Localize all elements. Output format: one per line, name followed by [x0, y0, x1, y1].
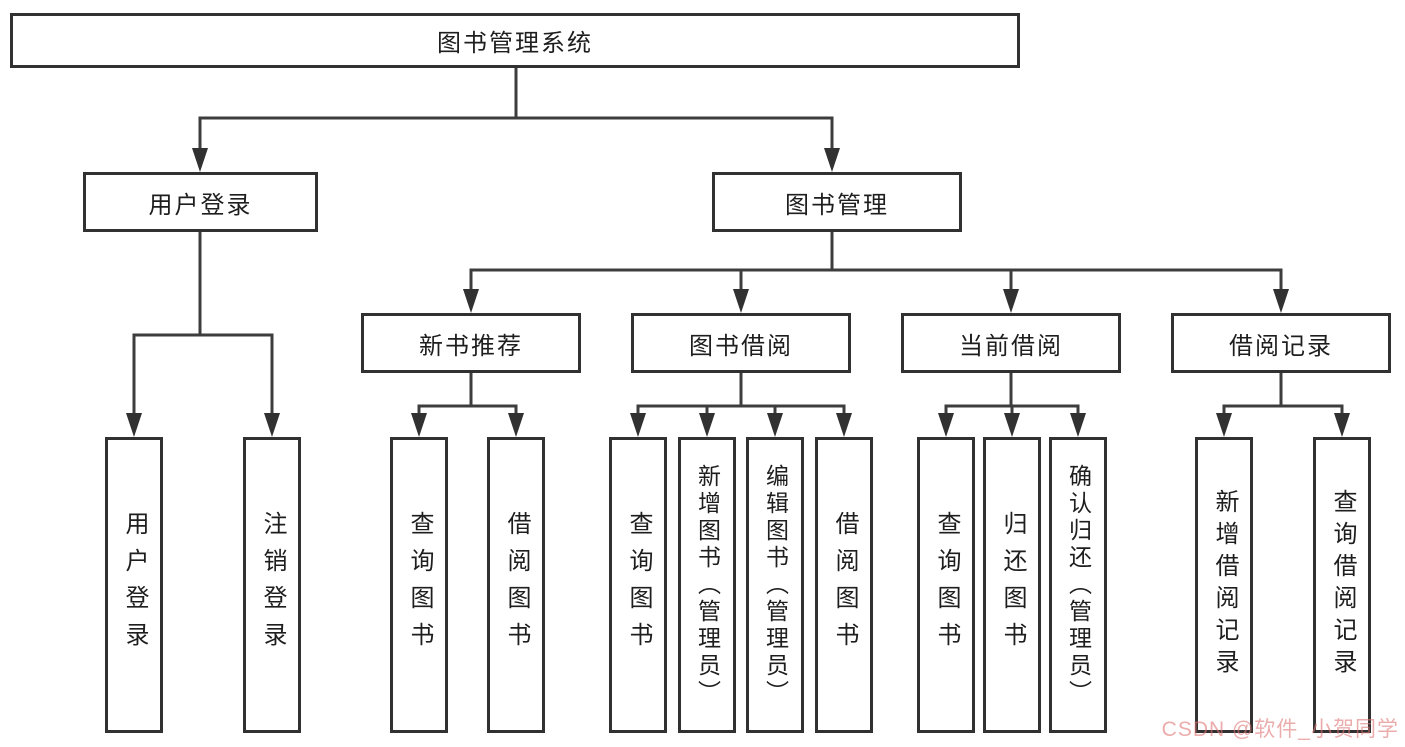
node-new-book-recommend: 新书推荐 [361, 313, 581, 373]
leaf-label: 编辑图书（管理员） [762, 463, 789, 707]
leaf-return-books: 归还图书 [983, 437, 1041, 733]
leaf-query-borrow-record: 查询借阅记录 [1313, 437, 1371, 733]
leaf-label: 归还图书 [999, 511, 1026, 659]
leaf-label: 新增借阅记录 [1211, 489, 1238, 681]
leaf-label: 查询图书 [625, 511, 652, 659]
node-book-borrow-label: 图书借阅 [689, 332, 793, 360]
leaf-label: 确认归还（管理员） [1065, 463, 1092, 707]
leaf-label: 借阅图书 [831, 511, 858, 659]
node-root-label: 图书管理系统 [437, 30, 593, 57]
leaf-confirm-return-admin: 确认归还（管理员） [1049, 437, 1107, 733]
leaf-query-books-current: 查询图书 [917, 437, 975, 733]
leaf-add-borrow-record: 新增借阅记录 [1195, 437, 1253, 733]
leaf-logout: 注销登录 [243, 437, 301, 733]
node-borrow-records-label: 借阅记录 [1229, 332, 1333, 360]
leaf-borrow-books-recommend: 借阅图书 [487, 437, 545, 733]
node-current-borrow-label: 当前借阅 [959, 332, 1063, 360]
node-root: 图书管理系统 [10, 13, 1020, 68]
node-user-login-label: 用户登录 [148, 191, 253, 219]
leaf-label: 查询借阅记录 [1329, 489, 1356, 681]
leaf-label: 查询图书 [933, 511, 960, 659]
watermark: CSDN @软件_小贺同学 [1161, 718, 1399, 741]
node-borrow-records: 借阅记录 [1171, 313, 1391, 373]
leaf-borrow-books: 借阅图书 [815, 437, 873, 733]
leaf-add-books-admin: 新增图书（管理员） [678, 437, 736, 733]
leaf-label: 借阅图书 [503, 511, 530, 659]
leaf-label: 新增图书（管理员） [694, 463, 721, 707]
node-book-management-label: 图书管理 [785, 191, 889, 219]
leaf-edit-books-admin: 编辑图书（管理员） [746, 437, 804, 733]
node-new-book-recommend-label: 新书推荐 [419, 332, 523, 360]
leaf-user-login: 用户登录 [105, 437, 163, 733]
leaf-query-books-recommend: 查询图书 [390, 437, 448, 733]
arrowhead-icons [126, 148, 1350, 437]
leaf-label: 查询图书 [406, 511, 433, 659]
node-book-borrow: 图书借阅 [631, 313, 851, 373]
leaf-query-books-borrow: 查询图书 [609, 437, 667, 733]
node-user-login: 用户登录 [83, 172, 318, 232]
node-book-management: 图书管理 [712, 172, 962, 232]
leaf-label: 注销登录 [259, 511, 286, 659]
node-current-borrow: 当前借阅 [901, 313, 1121, 373]
leaf-label: 用户登录 [121, 511, 148, 659]
